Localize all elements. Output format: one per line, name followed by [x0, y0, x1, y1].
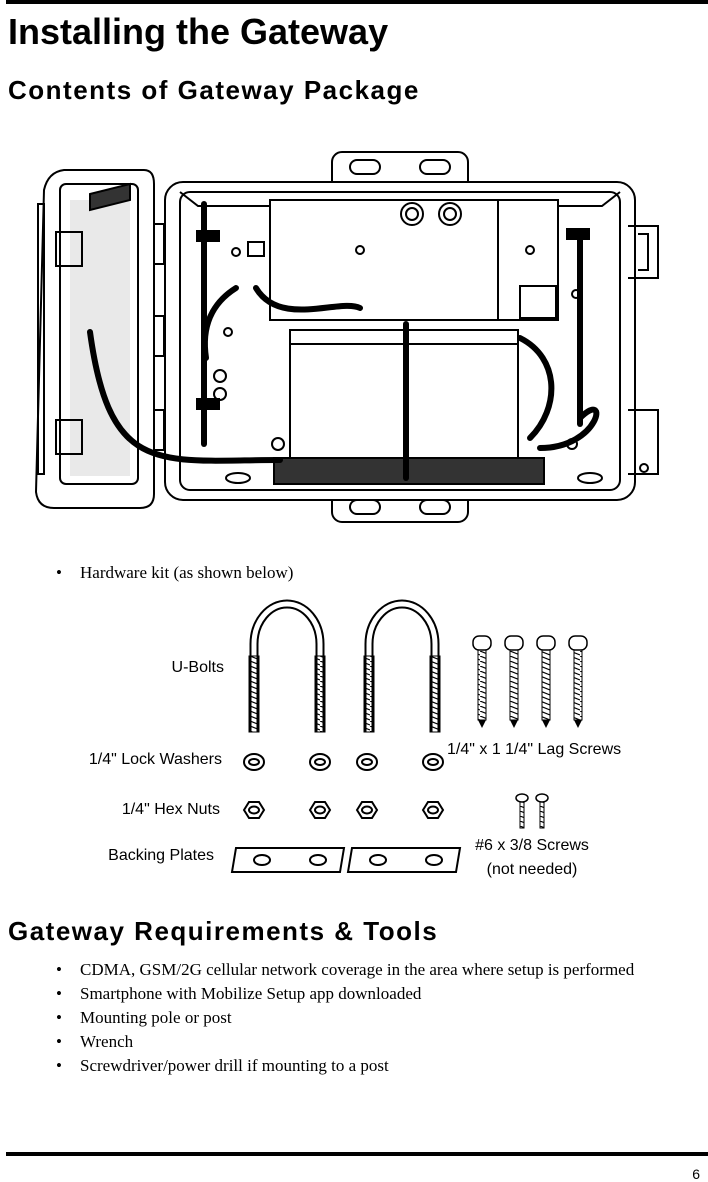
backing-plate — [230, 847, 346, 873]
small-screw — [515, 793, 529, 829]
gateway-enclosure-illustration — [34, 151, 659, 523]
lag-screw — [568, 635, 588, 728]
requirements-list: CDMA, GSM/2G cellular network coverage i… — [56, 958, 676, 1078]
lag-screw — [536, 635, 556, 728]
lag-screw — [504, 635, 524, 728]
lock-washer — [243, 753, 265, 771]
top-rule — [6, 0, 708, 4]
list-item: Wrench — [56, 1030, 676, 1054]
section-heading-contents: Contents of Gateway Package — [8, 75, 420, 105]
section-heading-requirements: Gateway Requirements & Tools — [8, 916, 439, 946]
list-item: CDMA, GSM/2G cellular network coverage i… — [56, 958, 676, 982]
lock-washer — [422, 753, 444, 771]
hex-nut — [355, 801, 379, 819]
lock-washer — [309, 753, 331, 771]
u-bolt — [363, 599, 441, 733]
hex-nut — [242, 801, 266, 819]
lock-washer — [356, 753, 378, 771]
label-backing-plates: Backing Plates — [108, 847, 214, 864]
page-title: Installing the Gateway — [8, 11, 389, 52]
bottom-rule — [6, 1152, 708, 1156]
label-lag-screws: 1/4" x 1 1/4" Lag Screws — [447, 741, 621, 758]
package-contents-list: Hardware kit (as shown below) — [56, 561, 676, 585]
hex-nut — [308, 801, 332, 819]
list-item: Smartphone with Mobilize Setup app downl… — [56, 982, 676, 1006]
hex-nut — [421, 801, 445, 819]
small-screw — [535, 793, 549, 829]
label-u-bolts: U-Bolts — [172, 659, 224, 676]
u-bolt — [248, 599, 326, 733]
lag-screw — [472, 635, 492, 728]
label-lock-washers: 1/4" Lock Washers — [89, 751, 222, 768]
label-hex-nuts: 1/4" Hex Nuts — [122, 801, 220, 818]
backing-plate — [346, 847, 462, 873]
list-item: Screwdriver/power drill if mounting to a… — [56, 1054, 676, 1078]
label-small-screws: #6 x 3/8 Screws — [475, 837, 589, 854]
page-number: 6 — [692, 1166, 700, 1182]
list-item: Mounting pole or post — [56, 1006, 676, 1030]
list-item: Hardware kit (as shown below) — [56, 561, 676, 585]
label-not-needed: (not needed) — [487, 861, 578, 878]
hardware-kit-illustration: U-Bolts 1/4" Lock Washers 1/4" Hex Nuts … — [89, 599, 621, 878]
